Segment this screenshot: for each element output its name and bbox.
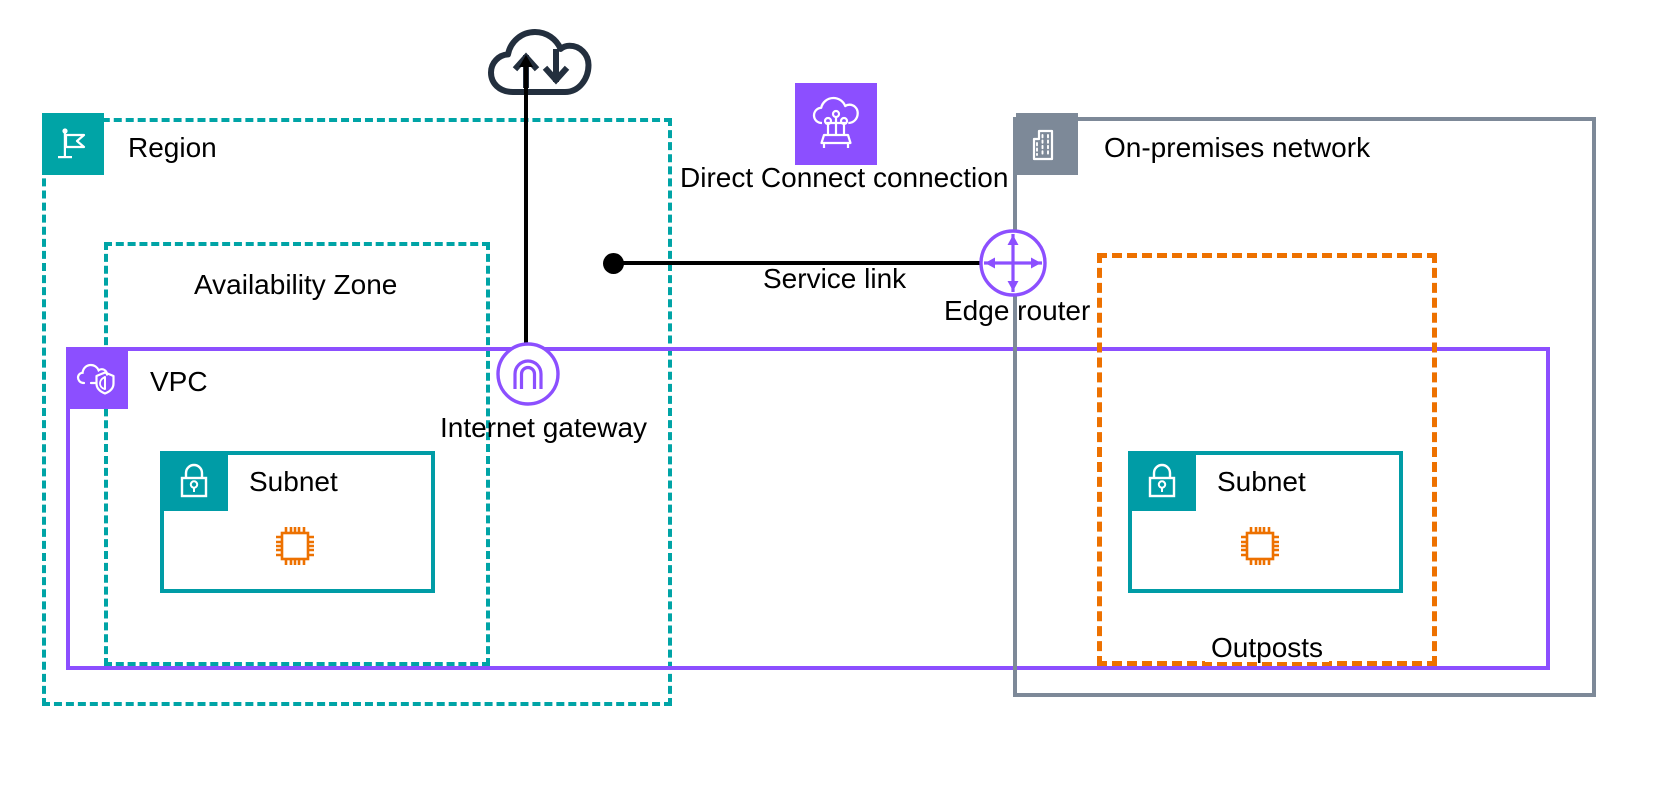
igw-internet-arrowhead: [519, 55, 533, 67]
subnet-left-label: Subnet: [249, 466, 338, 497]
vpc-cloud-shield-icon: [66, 347, 128, 409]
region-label: Region: [128, 132, 217, 163]
lock-icon: [1128, 451, 1196, 511]
on-premises-container: [1013, 117, 1596, 697]
availability-zone-label: Availability Zone: [194, 269, 398, 300]
ec2-instance-icon: [1237, 521, 1283, 571]
internet-gateway-icon: [495, 341, 561, 407]
edge-router-label: Edge router: [944, 295, 1091, 326]
ec2-instance-icon: [272, 521, 318, 571]
availability-zone-container: [104, 242, 490, 666]
flag-icon: [42, 113, 104, 175]
service-link-label: Service link: [763, 263, 907, 294]
edge-router-icon: [978, 228, 1048, 298]
igw-internet-connector: [524, 60, 528, 350]
subnet-right-container: [1128, 451, 1403, 593]
internet-cloud-icon: [487, 28, 593, 100]
building-icon: [1016, 113, 1078, 175]
region-container: [42, 118, 672, 706]
internet-gateway-label: Internet gateway: [440, 412, 648, 443]
subnet-right-label: Subnet: [1217, 466, 1306, 497]
service-link-line: [613, 261, 1003, 265]
vpc-label: VPC: [150, 366, 208, 397]
outposts-container: [1097, 253, 1437, 666]
subnet-left-container: [160, 451, 435, 593]
direct-connect-label: Direct Connect connection: [680, 162, 1009, 193]
direct-connect-icon: [795, 83, 877, 165]
on-premises-label: On-premises network: [1104, 132, 1371, 163]
lock-icon: [160, 451, 228, 511]
outposts-label: Outposts: [1205, 634, 1330, 662]
vpc-container: [66, 347, 1550, 670]
